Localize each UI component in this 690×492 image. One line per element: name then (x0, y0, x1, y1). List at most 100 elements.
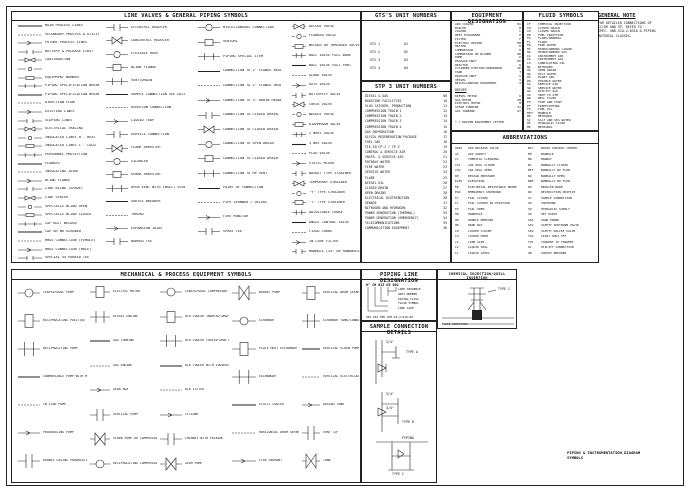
pid-symbol-icon (18, 34, 42, 35)
cell: D (519, 95, 521, 98)
symbol-row (18, 66, 45, 72)
cell: GTS 1 (370, 42, 380, 46)
symbol-row: DIRECTION FLOW (18, 101, 75, 105)
symbol-row: PLUG VALVE (292, 151, 330, 156)
sample-type-a: TYPE A (406, 350, 418, 354)
cell: 11 (443, 104, 447, 109)
pid-symbol-icon (198, 215, 220, 220)
chem-panel: CHEMICAL INJECTION/QUILL INSERTION TYPE … (437, 269, 517, 329)
symbol-row: GEAR BOX (90, 384, 128, 396)
pid-symbol-icon (198, 38, 220, 46)
symbol-row: CYCLONE (160, 409, 198, 421)
symbol-row: INSULATED LINES H - HEAT (18, 135, 96, 140)
pid-symbol-icon (292, 75, 306, 76)
symbol-row: SPARK ARRESTOR (106, 171, 161, 179)
cell: PACKAGE UNIT (455, 60, 477, 64)
symbol-row: AIR COOLER WITH LOUVERS (160, 360, 229, 372)
pid-symbol-icon (106, 77, 128, 85)
piping-label: FLUID SYMBOL (398, 301, 419, 306)
pid-symbol-icon (232, 404, 256, 406)
quill-drawing (442, 287, 514, 325)
cell: MCC (528, 146, 534, 150)
title-line-2: SYMBOLS (567, 455, 584, 460)
cell: 13 (443, 114, 447, 119)
symbol-label: BLIND FLANGE (131, 65, 157, 69)
cell: HANDLE REMOVED (468, 217, 494, 222)
symbol-label: CONNECTION TO HP VENT (223, 171, 268, 175)
cell: SSS (528, 217, 534, 222)
cell: PD (528, 184, 532, 189)
symbol-row: BLIND FLANGE (18, 178, 70, 184)
pid-symbol-icon (292, 171, 306, 176)
cell: CC (455, 157, 459, 161)
cell: HH (455, 217, 459, 222)
symbol-row: BUTTERFLY VALVE (292, 92, 341, 98)
symbol-row: CONCENTRIC REDUCER (106, 36, 169, 45)
cell: TANK (455, 71, 463, 75)
symbol-row: CHIMNEY WITH PACKING (160, 433, 223, 445)
symbol-row: INSULATING JOINT (18, 170, 79, 174)
cell: K (519, 48, 521, 52)
pid-symbol-icon (232, 342, 256, 356)
pid-symbol-icon (18, 376, 40, 378)
cell: LOCKED CLOSED (468, 228, 492, 233)
symbol-row: THREAD (106, 212, 144, 219)
cell: E (519, 34, 521, 38)
symbol-label: SLOPING LINES (45, 118, 73, 122)
pid-symbol-icon (106, 144, 128, 153)
mech-panel: MECHANICAL & PROCESS EQUIPMENT SYMBOLS C… (11, 269, 361, 483)
pid-symbol-icon (106, 226, 128, 231)
cell: SA (527, 83, 531, 87)
symbol-row: IN LINE FILTER (292, 239, 339, 245)
cell: T (519, 71, 521, 75)
cell: COMPRESSION TRAIN 4 (365, 124, 402, 129)
symbol-row: BARREL PUMP (232, 285, 280, 301)
symbol-label: CONNECTION TO CLOSED DRAIN (223, 127, 278, 131)
symbol-label: RECIPROCATING POSITIVE DISPLACEMENT PUMP (43, 319, 87, 323)
symbol-label: VERTICAL ELECTRICAL HEATER (323, 375, 359, 379)
symbol-label: AIR COOLER WITH LOUVERS (185, 363, 229, 367)
symbol-row: SILENCER (106, 157, 148, 166)
cell: SERVICE AIR (538, 83, 558, 87)
pid-symbol-icon (18, 247, 42, 252)
table-row: HH HANDLE REMOVED (455, 218, 526, 224)
chem-panel-title: CHEMICAL INJECTION/QUILL INSERTION (448, 272, 506, 280)
cell: VA (527, 93, 531, 97)
symbol-row: FLEXIBLE HOSE (106, 50, 158, 58)
cell: CSO (455, 168, 461, 172)
cell: CD (527, 30, 531, 34)
pid-symbol-icon (302, 348, 320, 350)
pid-symbol-icon (292, 180, 306, 187)
symbol-label: OPEN VENT WITH INSECT SCREEN (131, 186, 185, 190)
symbol-row: SPECTACLE BLIND OPEN (18, 204, 87, 209)
symbol-row: PROGRESSING PUMP (18, 426, 74, 440)
pid-symbol-icon (302, 402, 320, 408)
pid-symbol-icon (292, 153, 306, 155)
pid-symbol-icon (18, 118, 42, 123)
symbol-label: "T" TYPE STRAINER (309, 200, 345, 204)
symbol-row: EQUIPMENT NUMBER (18, 76, 79, 80)
pid-symbol-icon (18, 103, 42, 104)
cell: ELECTRIC MOTOR (455, 102, 481, 106)
pid-symbol-icon (160, 287, 182, 297)
cell: OD (527, 69, 531, 73)
cell: 10 (443, 99, 447, 104)
pid-symbol-icon (18, 126, 42, 132)
title-block: PIPING & INSTRUMENTATION DIAGRAM SYMBOLS (567, 450, 687, 460)
cell: FLARE (538, 40, 548, 44)
cell: CAR SEAL OPEN (468, 168, 492, 172)
